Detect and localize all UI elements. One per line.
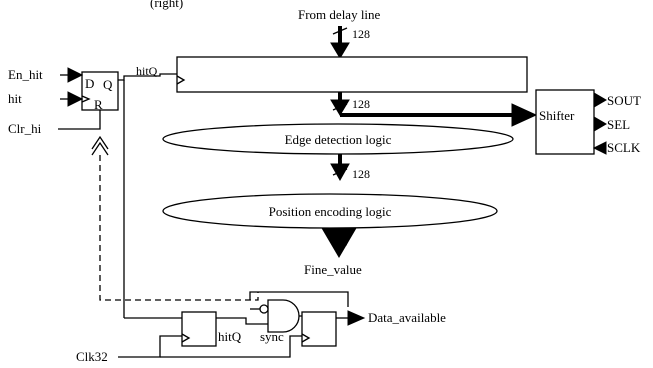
sync-ff1 bbox=[181, 311, 217, 347]
latch-register bbox=[176, 56, 528, 93]
position-encoding-label: Position encoding logic bbox=[269, 204, 392, 219]
shifter-block bbox=[535, 89, 595, 155]
en-hit-label: En_hit bbox=[8, 67, 43, 82]
ff-d-label: D bbox=[85, 76, 94, 91]
sclk-label: SCLK bbox=[607, 140, 641, 155]
fine-value-label: Fine_value bbox=[304, 262, 362, 277]
sout-label: SOUT bbox=[607, 93, 641, 108]
data-available-arrow bbox=[347, 310, 366, 326]
edge-out-bus bbox=[330, 154, 350, 182]
ff1-to-gate-wire bbox=[216, 317, 268, 325]
delay-line-bus bbox=[330, 26, 350, 59]
shifter-bus bbox=[340, 103, 538, 127]
hitq-bottom-label: hitQ bbox=[218, 329, 242, 344]
sclk-arrow bbox=[592, 141, 607, 155]
hit-flipflop bbox=[81, 71, 119, 111]
sout-arrow bbox=[593, 92, 607, 108]
sel-label: SEL bbox=[607, 117, 630, 132]
data-available-label: Data_available bbox=[368, 310, 446, 325]
sel-arrow bbox=[593, 116, 607, 132]
clr-wire bbox=[58, 110, 101, 130]
sync-label: sync bbox=[260, 329, 284, 344]
hit-label: hit bbox=[8, 91, 22, 106]
shifter-label: Shifter bbox=[539, 108, 575, 123]
clk-to-ff1-wire bbox=[118, 335, 182, 358]
and-gate bbox=[267, 299, 300, 333]
gate-feedback-loop bbox=[249, 291, 349, 307]
from-delay-line-label: From delay line bbox=[298, 7, 381, 22]
header-fragment: (right) bbox=[150, 0, 183, 10]
latch-out-bus bbox=[330, 92, 350, 116]
bus-width-fine: 7 bbox=[344, 235, 350, 249]
and-gate-inverter-bubble bbox=[259, 304, 269, 314]
bus-width-edge: 128 bbox=[352, 167, 370, 181]
clk32-label: Clk32 bbox=[76, 349, 108, 364]
ff-clock-marker bbox=[81, 95, 91, 103]
sync-ff2-clock bbox=[301, 333, 311, 343]
fine-value-arrow bbox=[321, 227, 357, 258]
ff-q-label: Q bbox=[103, 77, 113, 92]
hitq-top-label: hitQ bbox=[136, 64, 158, 78]
clr-label: Clr_hi bbox=[8, 121, 42, 136]
bus-width-mid: 128 bbox=[352, 97, 370, 111]
bus-width-in: 128 bbox=[352, 27, 370, 41]
feedback-dashed-wire bbox=[99, 155, 259, 301]
hit-arrow bbox=[60, 91, 84, 107]
hitq-wire bbox=[118, 73, 177, 81]
sync-ff1-clock bbox=[181, 333, 191, 343]
sync-ff2 bbox=[301, 311, 337, 347]
reset-arrow-stack bbox=[91, 135, 109, 156]
clk-to-ff2-wire bbox=[160, 335, 302, 358]
edge-detection-label: Edge detection logic bbox=[285, 132, 392, 147]
latch-clock-marker bbox=[176, 75, 186, 85]
ff-r-label: R bbox=[94, 97, 103, 112]
en-hit-arrow bbox=[60, 67, 84, 83]
